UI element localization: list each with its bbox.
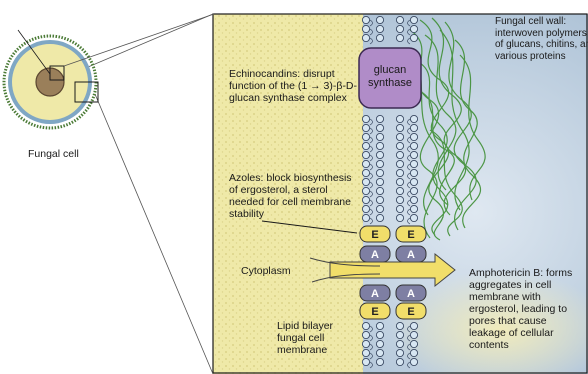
lipid-head bbox=[362, 331, 369, 338]
lipid-head bbox=[396, 34, 403, 41]
zoom-line-bottom bbox=[95, 94, 213, 374]
ergosterol-letter: E bbox=[371, 306, 378, 318]
lipid-head bbox=[396, 16, 403, 23]
ergosterol-letter: E bbox=[371, 229, 378, 241]
lipid-head bbox=[410, 25, 417, 32]
lipid-head bbox=[376, 142, 383, 149]
lipid-head bbox=[362, 187, 369, 194]
lipid-head bbox=[376, 115, 383, 122]
lipid-head bbox=[410, 178, 417, 185]
amphotericin-letter: A bbox=[371, 288, 379, 300]
lipid-head bbox=[410, 34, 417, 41]
lipid-head bbox=[362, 214, 369, 221]
lipid-head bbox=[376, 196, 383, 203]
lipid-head bbox=[376, 214, 383, 221]
lipid-head bbox=[410, 16, 417, 23]
lipid-head bbox=[376, 16, 383, 23]
lipid-head bbox=[376, 178, 383, 185]
lipid-head bbox=[362, 124, 369, 131]
lipid-head bbox=[362, 25, 369, 32]
ergosterol-letter: E bbox=[407, 229, 414, 241]
glucan-synthase-label: glucan synthase bbox=[359, 64, 421, 90]
amphotericin-letter: A bbox=[407, 249, 415, 261]
lipid-head bbox=[396, 214, 403, 221]
lipid-head bbox=[396, 358, 403, 365]
lipid-head bbox=[376, 358, 383, 365]
lipid-head bbox=[362, 34, 369, 41]
lipid-head bbox=[376, 187, 383, 194]
lipid-head bbox=[410, 142, 417, 149]
lipid-head bbox=[376, 349, 383, 356]
lipid-head bbox=[362, 16, 369, 23]
lipid-head bbox=[362, 340, 369, 347]
lipid-head bbox=[396, 124, 403, 131]
lipid-head bbox=[396, 160, 403, 167]
lipid-head bbox=[376, 160, 383, 167]
lipid-head bbox=[362, 115, 369, 122]
lipid-head bbox=[362, 349, 369, 356]
lipid-bilayer-label: Lipid bilayer fungal cell membrane bbox=[277, 320, 333, 356]
ergosterol-letter: E bbox=[407, 306, 414, 318]
lipid-head bbox=[410, 349, 417, 356]
lipid-head bbox=[410, 331, 417, 338]
lipid-head bbox=[362, 142, 369, 149]
lipid-head bbox=[376, 133, 383, 140]
lipid-head bbox=[362, 358, 369, 365]
lipid-head bbox=[376, 25, 383, 32]
lipid-head bbox=[396, 187, 403, 194]
lipid-head bbox=[362, 322, 369, 329]
lipid-head bbox=[362, 196, 369, 203]
lipid-head bbox=[410, 115, 417, 122]
lipid-head bbox=[410, 205, 417, 212]
lipid-head bbox=[410, 322, 417, 329]
lipid-head bbox=[362, 160, 369, 167]
lipid-head bbox=[410, 133, 417, 140]
lipid-head bbox=[376, 205, 383, 212]
echinocandins-label: Echinocandins: disrupt function of the (… bbox=[229, 68, 357, 104]
lipid-head bbox=[376, 169, 383, 176]
lipid-head bbox=[362, 133, 369, 140]
lipid-head bbox=[396, 178, 403, 185]
lipid-head bbox=[396, 322, 403, 329]
lipid-head bbox=[410, 124, 417, 131]
lipid-head bbox=[376, 340, 383, 347]
lipid-head bbox=[362, 151, 369, 158]
lipid-head bbox=[396, 142, 403, 149]
lipid-head bbox=[376, 322, 383, 329]
lipid-head bbox=[410, 169, 417, 176]
lipid-head bbox=[362, 178, 369, 185]
lipid-head bbox=[376, 331, 383, 338]
amphotericin-letter: A bbox=[371, 249, 379, 261]
amphotericin-letter: A bbox=[407, 288, 415, 300]
lipid-head bbox=[376, 124, 383, 131]
lipid-head bbox=[410, 196, 417, 203]
lipid-head bbox=[362, 205, 369, 212]
cytoplasm-label: Cytoplasm bbox=[241, 265, 291, 277]
fungal-cell-overview bbox=[4, 14, 214, 128]
lipid-head bbox=[376, 151, 383, 158]
lipid-head bbox=[396, 115, 403, 122]
lipid-head bbox=[396, 331, 403, 338]
lipid-head bbox=[410, 358, 417, 365]
lipid-head bbox=[362, 169, 369, 176]
lipid-head bbox=[410, 160, 417, 167]
lipid-head bbox=[376, 34, 383, 41]
lipid-head bbox=[396, 133, 403, 140]
lipid-head bbox=[396, 349, 403, 356]
fungal-cell-label: Fungal cell bbox=[28, 148, 79, 160]
lipid-head bbox=[396, 151, 403, 158]
lipid-head bbox=[396, 205, 403, 212]
lipid-head bbox=[396, 340, 403, 347]
lipid-head bbox=[410, 340, 417, 347]
azoles-label: Azoles: block biosynthesis of ergosterol… bbox=[229, 172, 352, 220]
cell-wall-label: Fungal cell wall: interwoven polymers of… bbox=[495, 16, 588, 62]
lipid-head bbox=[396, 196, 403, 203]
lipid-head bbox=[410, 187, 417, 194]
lipid-head bbox=[410, 214, 417, 221]
lipid-head bbox=[410, 151, 417, 158]
lipid-head bbox=[396, 169, 403, 176]
amphotericin-label: Amphotericin B: forms aggregates in cell… bbox=[469, 267, 572, 351]
lipid-head bbox=[396, 25, 403, 32]
